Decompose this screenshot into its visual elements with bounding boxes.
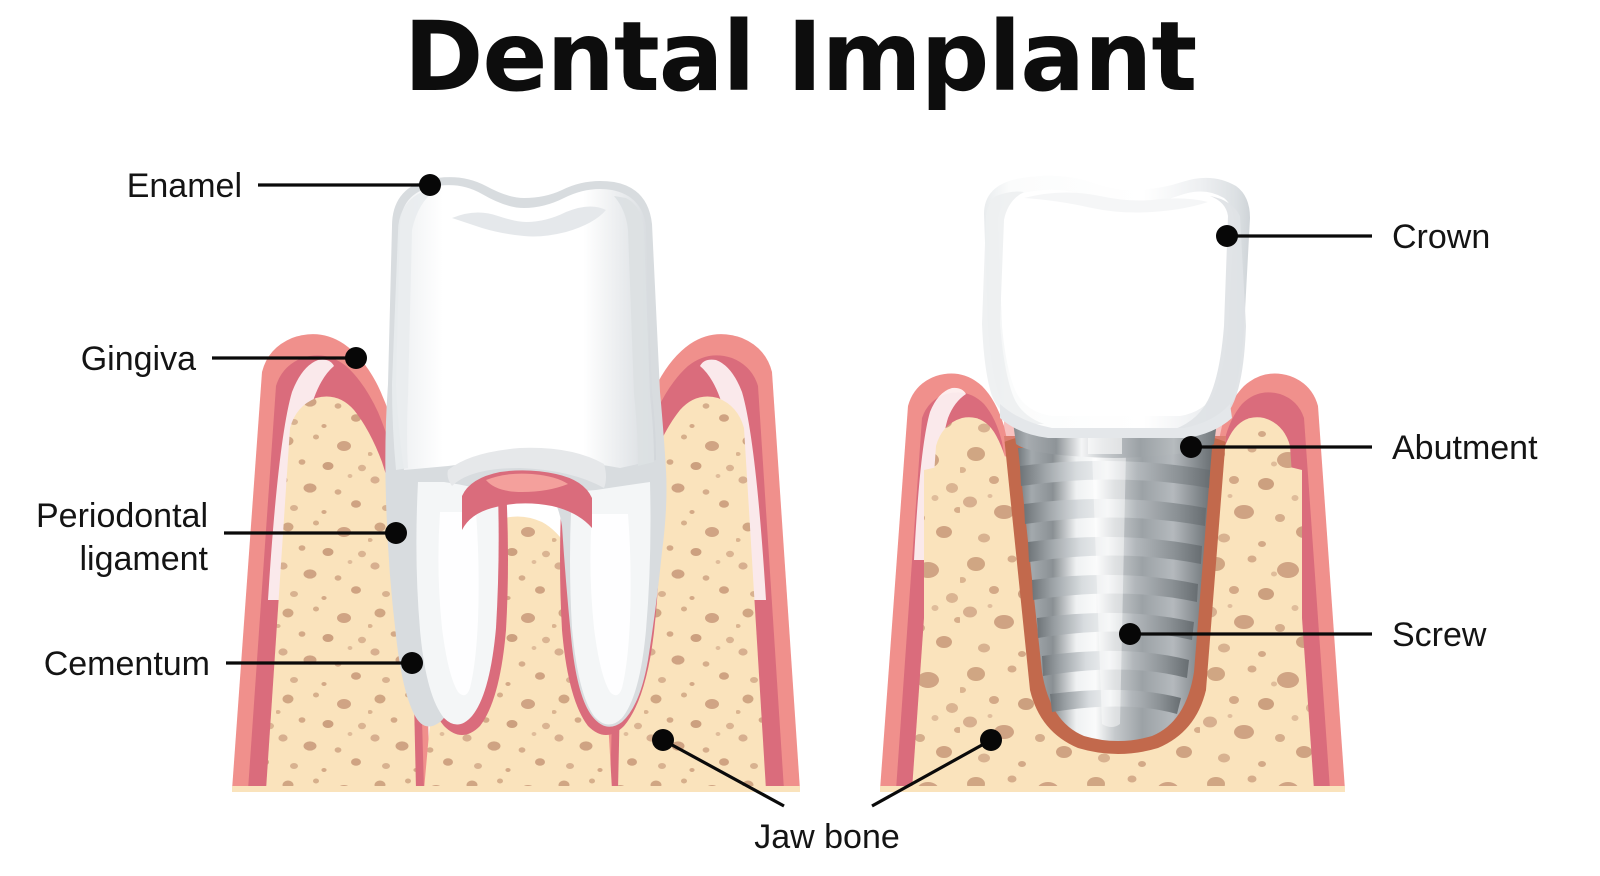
callout-crown[interactable]: Crown xyxy=(1216,218,1490,256)
figure-dental-implant xyxy=(880,175,1345,792)
periodontal-ligament-dot xyxy=(385,522,407,544)
callout-enamel[interactable]: Enamel xyxy=(127,167,441,205)
cementum-dot xyxy=(401,652,423,674)
screw-highlight xyxy=(1092,452,1126,727)
jaw-bone-leader-left xyxy=(662,738,785,808)
bone-baseline-left xyxy=(232,786,800,792)
enamel-edge-right xyxy=(614,196,654,466)
bone-baseline-right xyxy=(880,786,1345,792)
label-periodontal-line2: ligament xyxy=(79,540,208,578)
label-screw: Screw xyxy=(1392,616,1487,654)
callout-gingiva[interactable]: Gingiva xyxy=(81,340,367,378)
label-periodontal-line1: Periodontal xyxy=(36,497,208,535)
root-canal-mesial xyxy=(438,512,479,696)
callout-periodontal-ligament[interactable]: Periodontal ligament xyxy=(36,497,407,578)
crown-body xyxy=(998,189,1234,416)
callout-jaw-bone[interactable]: Jaw bone xyxy=(652,729,1002,856)
crown-gloss xyxy=(1024,192,1208,213)
dentin-cap xyxy=(447,447,606,488)
abutment-dot xyxy=(1180,436,1202,458)
jaw-bone-dot-right xyxy=(980,729,1002,751)
label-jaw-bone: Jaw bone xyxy=(754,818,900,856)
callout-cementum[interactable]: Cementum xyxy=(44,645,423,683)
page-title: Dental Implant xyxy=(404,1,1197,113)
root-canal-distal xyxy=(590,514,631,696)
label-cementum: Cementum xyxy=(44,645,210,683)
callout-screw[interactable]: Screw xyxy=(1119,616,1487,654)
enamel xyxy=(396,185,656,470)
jaw-bone-dot-left xyxy=(652,729,674,751)
pulp-highlight xyxy=(486,473,568,492)
label-crown: Crown xyxy=(1392,218,1490,256)
crown-dot xyxy=(1216,225,1238,247)
figure-natural-tooth xyxy=(232,177,800,792)
jaw-bone-leader-right xyxy=(871,738,992,808)
label-abutment: Abutment xyxy=(1392,429,1538,467)
crown-shade-right xyxy=(1166,196,1246,432)
jaw-bone-left-lobe xyxy=(266,396,416,790)
label-enamel: Enamel xyxy=(127,167,242,205)
screw-dot xyxy=(1119,623,1141,645)
screw-threads xyxy=(1020,460,1210,714)
callout-abutment[interactable]: Abutment xyxy=(1180,429,1538,467)
gingiva-dot xyxy=(345,347,367,369)
crown-shade-left xyxy=(982,191,1044,424)
label-gingiva: Gingiva xyxy=(81,340,196,378)
enamel-dot xyxy=(419,174,441,196)
enamel-edge-left xyxy=(392,189,436,470)
crown-skirt xyxy=(1000,404,1232,438)
occlusal-groove xyxy=(452,206,606,237)
